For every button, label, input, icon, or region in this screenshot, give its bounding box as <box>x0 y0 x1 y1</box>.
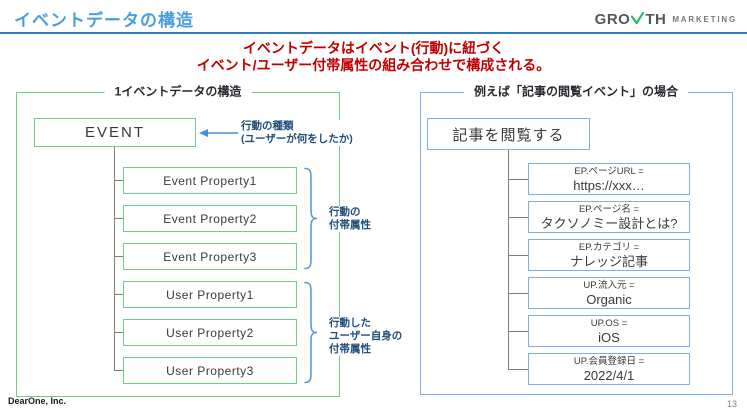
tree-connector-line <box>114 180 123 181</box>
user-brace-label: 行動した ユーザー自身の 付帯属性 <box>327 317 405 356</box>
tree-connector-line <box>508 331 528 332</box>
tree-connector-line <box>114 256 123 257</box>
property-box: Event Property3 <box>123 243 297 270</box>
property-box: User Property2 <box>123 319 297 346</box>
headline-line2: イベント/ユーザー付帯属性の組み合わせで構成される。 <box>196 57 551 73</box>
event-annotation-line2: (ユーザーが何をしたか) <box>241 133 353 145</box>
property-box: EP.ページ名 = タクソノミー設計とは? <box>528 201 690 233</box>
property-box: UP.流入元 = Organic <box>528 277 690 309</box>
property-box: Event Property1 <box>123 167 297 194</box>
property-box: User Property1 <box>123 281 297 308</box>
tree-connector-line <box>508 369 528 370</box>
tree-connector-line <box>114 370 123 371</box>
tree-connector-line <box>508 255 528 256</box>
article-event-box: 記事を閲覧する <box>427 118 590 150</box>
property-box: UP.会員登録日 = 2022/4/1 <box>528 353 690 385</box>
tree-connector-line <box>114 332 123 333</box>
event-brace-label: 行動の 付帯属性 <box>327 206 373 232</box>
tree-connector-line <box>114 218 123 219</box>
title-divider <box>0 32 747 34</box>
event-box: EVENT <box>34 118 196 147</box>
tree-connector-line <box>508 150 509 369</box>
event-brace-icon <box>304 167 318 270</box>
left-arrow-icon <box>199 129 238 137</box>
property-box: UP.OS = iOS <box>528 315 690 347</box>
footer-company: DearOne, Inc. <box>8 396 67 406</box>
property-box: EP.カテゴリ = ナレッジ記事 <box>528 239 690 271</box>
growth-check-icon <box>631 12 645 25</box>
headline: イベントデータはイベント(行動)に紐づく イベント/ユーザー付帯属性の組み合わせ… <box>0 40 747 74</box>
logo-wordmark: GRO TH <box>594 11 667 28</box>
event-annotation-line1: 行動の種類 <box>241 120 294 132</box>
growth-marketing-logo: GRO TH MARKETING <box>595 11 737 28</box>
tree-connector-line <box>114 147 115 370</box>
article-event-label: 記事を閲覧する <box>452 126 565 144</box>
property-box: User Property3 <box>123 357 297 384</box>
event-annotation: 行動の種類 (ユーザーが何をしたか) <box>239 120 355 146</box>
logo-subtext: MARKETING <box>672 15 737 24</box>
user-brace-icon <box>304 281 318 384</box>
property-box: EP.ページURL = https://xxx… <box>528 163 690 195</box>
tree-connector-line <box>114 294 123 295</box>
right-panel-title: 例えば「記事の閲覧イベント」の場合 <box>463 82 689 100</box>
left-panel-title: 1イベントデータの構造 <box>104 82 252 100</box>
headline-line1: イベントデータはイベント(行動)に紐づく <box>242 40 505 56</box>
tree-connector-line <box>508 217 528 218</box>
tree-connector-line <box>508 179 528 180</box>
event-box-label: EVENT <box>84 124 145 141</box>
page-title: イベントデータの構造 <box>14 11 194 30</box>
page-number: 13 <box>726 399 737 409</box>
tree-connector-line <box>508 293 528 294</box>
property-box: Event Property2 <box>123 205 297 232</box>
